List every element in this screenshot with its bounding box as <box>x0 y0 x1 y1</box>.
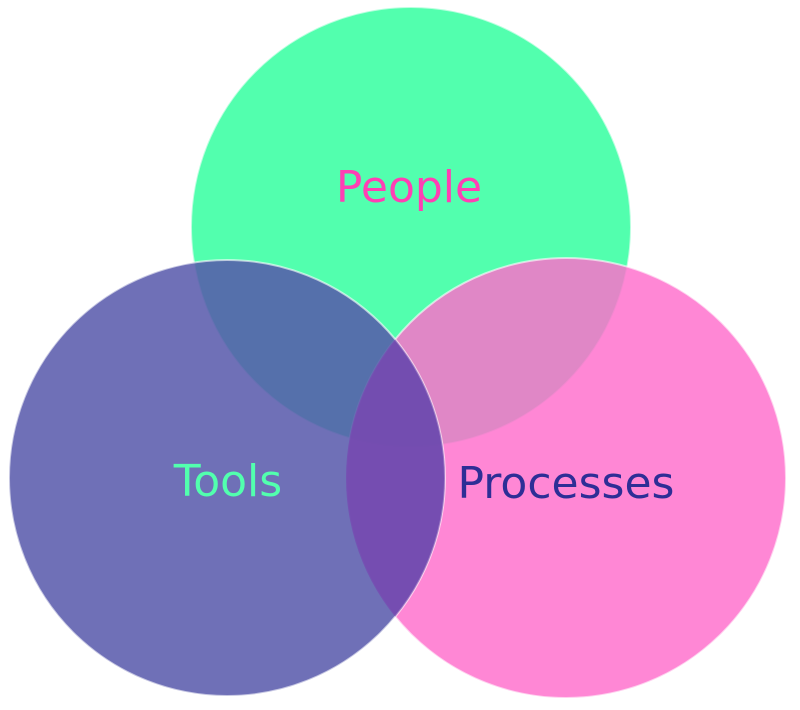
tools-label: Tools <box>173 456 282 507</box>
people-label: People <box>336 162 482 213</box>
processes-label: Processes <box>458 458 675 509</box>
